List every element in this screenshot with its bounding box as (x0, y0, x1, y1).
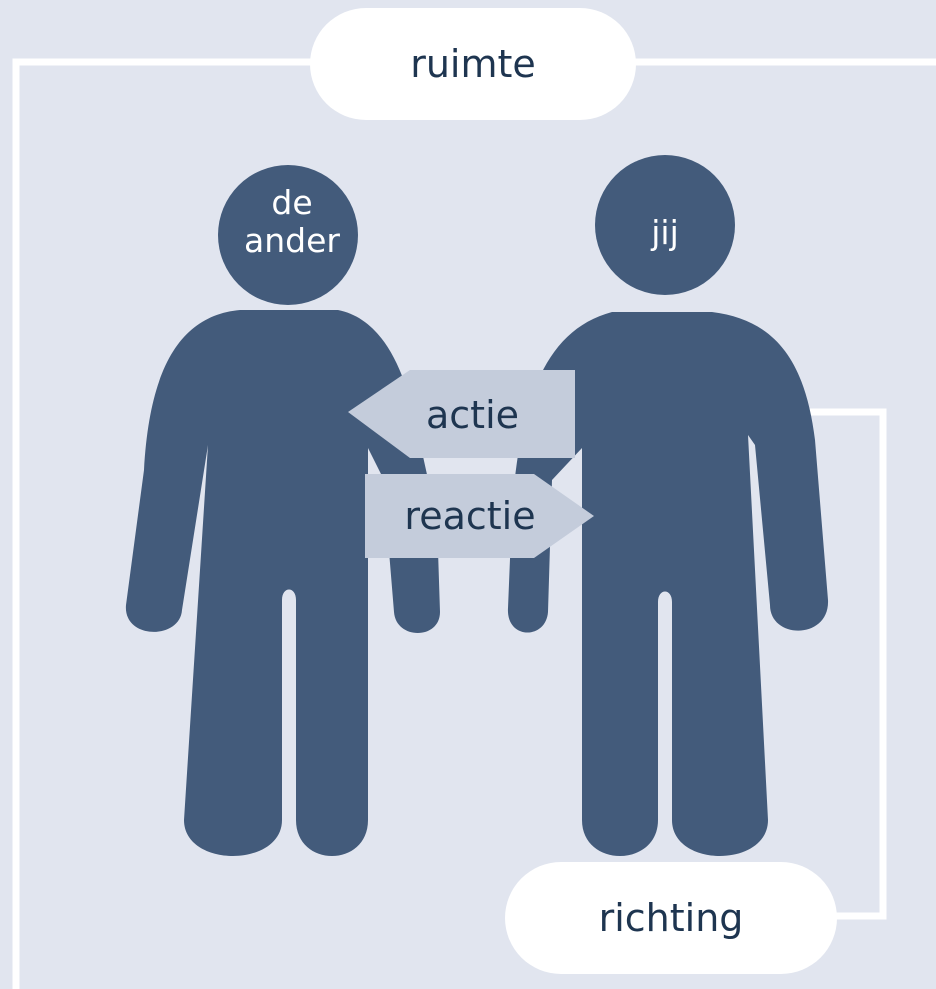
person-other-label-line1: de (271, 183, 313, 222)
person-other-body (125, 310, 441, 856)
person-self-body (507, 312, 829, 856)
person-self-head (595, 155, 735, 295)
person-other-head (218, 165, 358, 305)
person-other-label: de ander (218, 184, 366, 260)
reaction-arrow-label: reactie (404, 494, 536, 538)
reaction-arrow (365, 474, 594, 558)
action-arrow (348, 370, 575, 458)
space-frame (12, 58, 936, 989)
direction-pill: richting (505, 862, 837, 974)
person-other-figure (125, 165, 441, 856)
person-other-label-line2: ander (244, 220, 340, 260)
person-self-figure (507, 155, 829, 856)
action-arrow-label: actie (425, 393, 519, 437)
space-pill: ruimte (310, 8, 636, 120)
person-self-label: jij (651, 213, 679, 252)
direction-label: richting (598, 896, 744, 940)
space-label: ruimte (410, 42, 536, 86)
